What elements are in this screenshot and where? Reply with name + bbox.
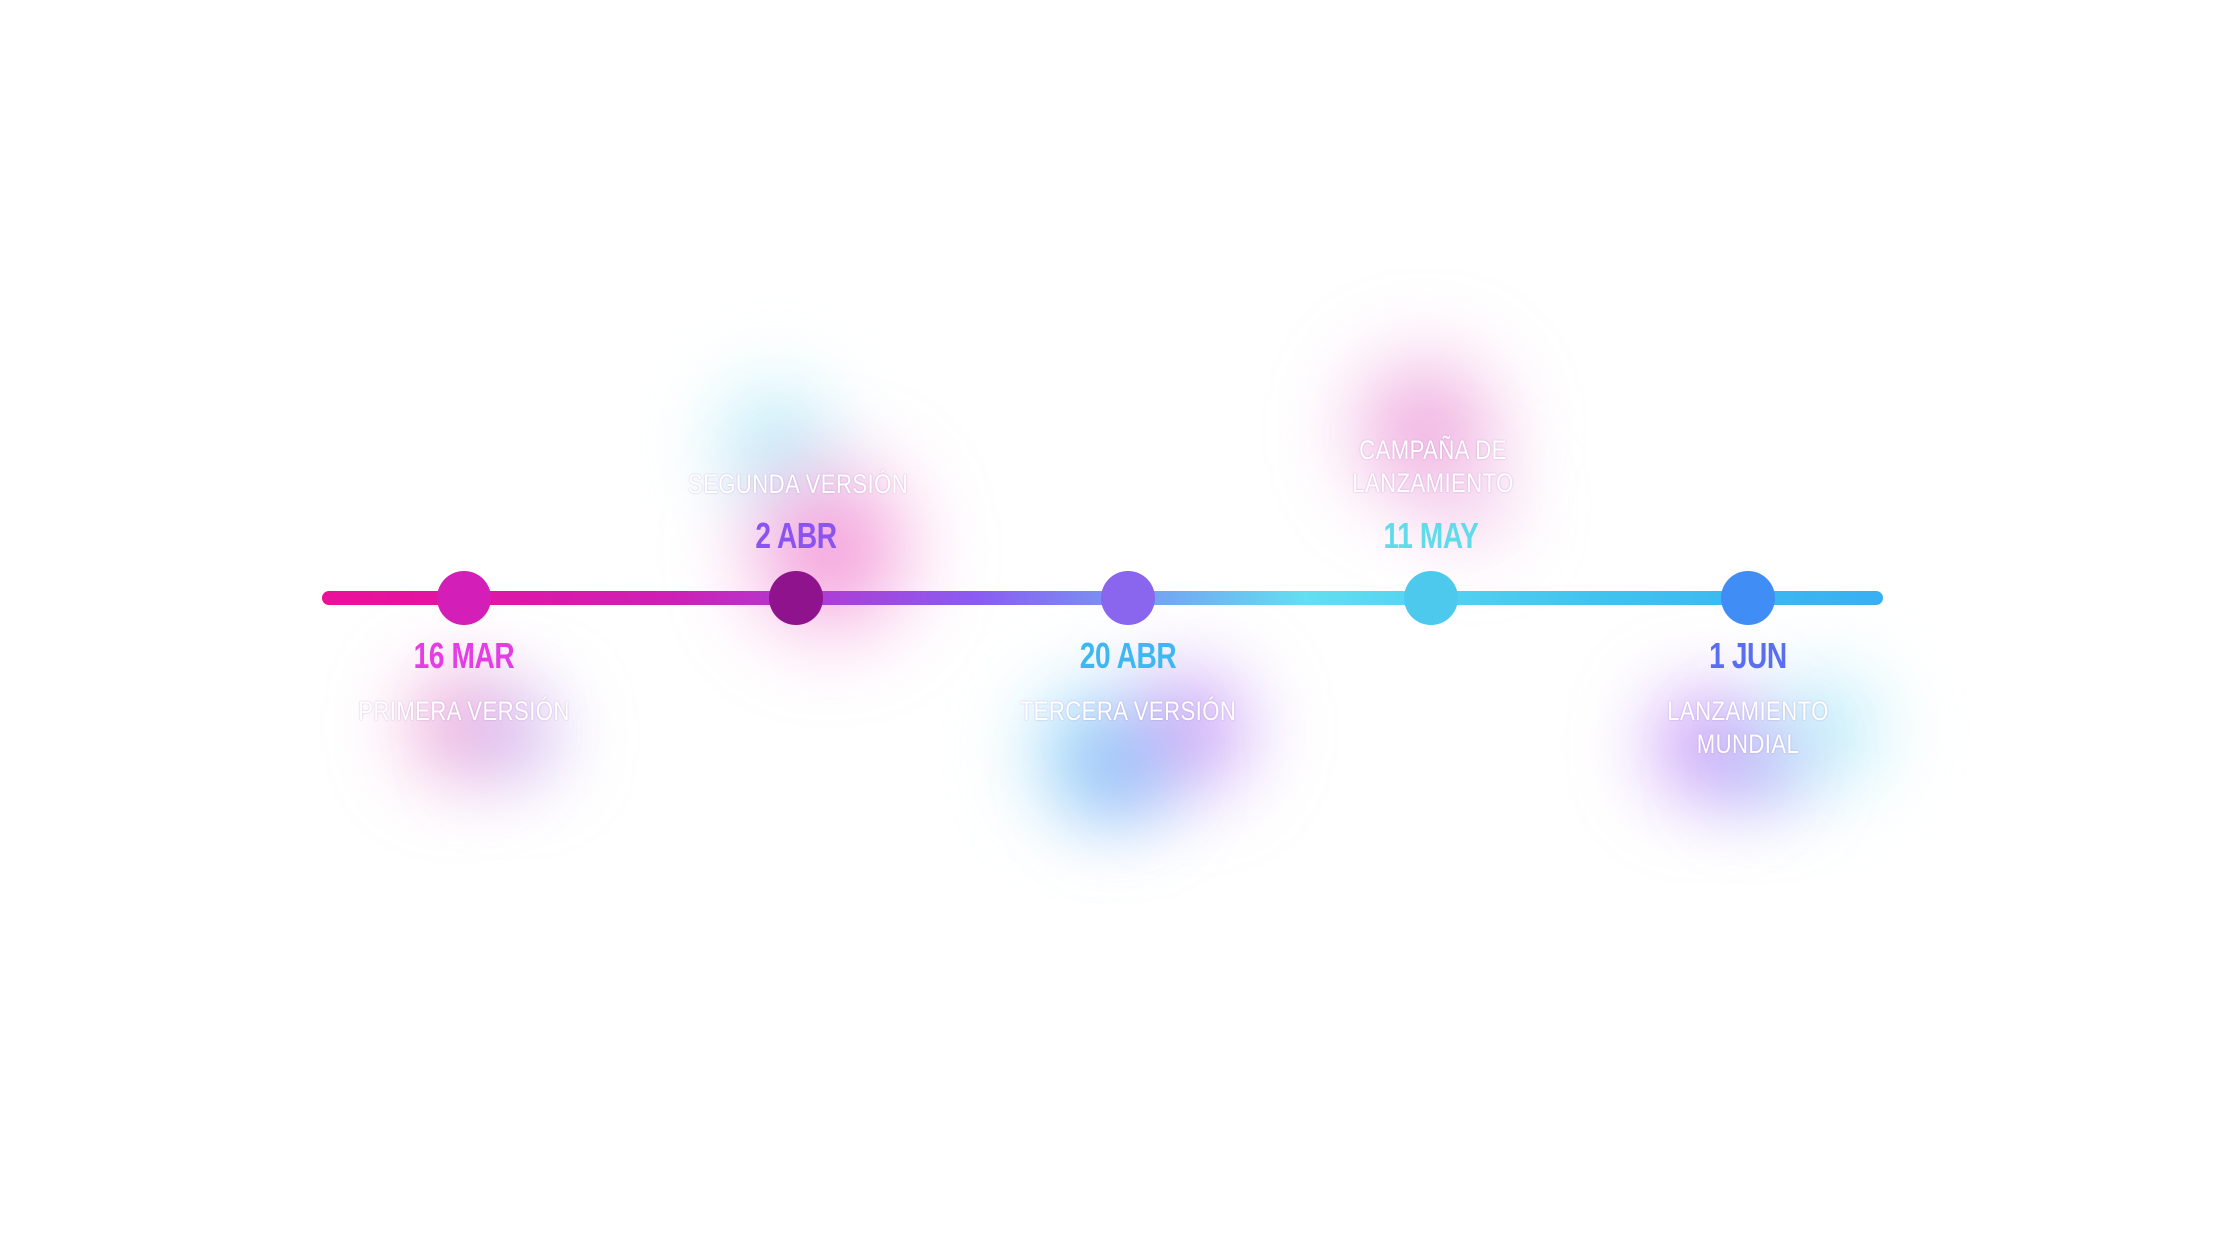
- glow-blob-5c: [1700, 720, 1820, 810]
- milestone-label-3: TERCERA VERSIÓN: [1020, 695, 1237, 728]
- milestone-label-line: CAMPAÑA DE: [1359, 435, 1507, 465]
- milestone-date-1: 16 MAR: [413, 635, 515, 676]
- milestone-label-1: PRIMERA VERSIÓN: [358, 695, 570, 728]
- milestone-date-2: 2 ABR: [755, 515, 837, 556]
- milestone-label-2: SEGUNDA VERSIÓN: [688, 468, 908, 501]
- milestone-date-5: 1 JUN: [1709, 635, 1787, 676]
- milestone-dot-4: [1404, 571, 1458, 625]
- milestone-date-3: 20 ABR: [1079, 635, 1177, 676]
- milestone-label-line: MUNDIAL: [1696, 729, 1800, 759]
- milestone-label-line: LANZAMIENTO: [1352, 468, 1514, 498]
- milestone-dot-3: [1101, 571, 1155, 625]
- milestone-date-4: 11 MAY: [1383, 515, 1479, 556]
- glow-blob-3c: [1050, 720, 1190, 830]
- glow-blob-2b: [735, 420, 925, 680]
- milestone-label-line: TERCERA VERSIÓN: [1019, 696, 1237, 726]
- milestone-dot-1: [437, 571, 491, 625]
- glow-blob-1b: [455, 680, 575, 790]
- milestone-dot-5: [1721, 571, 1775, 625]
- milestone-label-line: PRIMERA VERSIÓN: [358, 696, 570, 726]
- milestone-dot-2: [769, 571, 823, 625]
- glow-blob-4b: [1410, 460, 1530, 550]
- milestone-label-line: SEGUNDA VERSIÓN: [687, 469, 909, 499]
- milestone-label-line: LANZAMIENTO: [1667, 696, 1829, 726]
